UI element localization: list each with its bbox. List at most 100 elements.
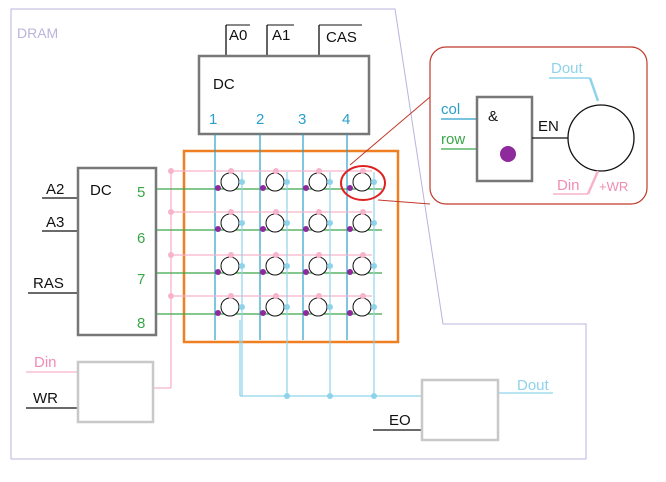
input-a3-label: A3 (46, 214, 64, 231)
cell-din-port (228, 293, 234, 299)
output-block-box (420, 378, 500, 442)
cell-dout-port (371, 263, 377, 269)
input-a2-label: A2 (46, 181, 64, 198)
cell-dout-port (327, 179, 333, 185)
memory-cell (308, 213, 328, 233)
cell-dout-port (327, 263, 333, 269)
wr-detail-label: +WR (599, 179, 628, 194)
dout-junction (327, 393, 333, 399)
write-block: Din WR (26, 354, 155, 424)
cell-marker (260, 226, 266, 232)
memory-cell (308, 256, 328, 276)
memory-cell (352, 256, 372, 276)
din-bus (153, 170, 172, 389)
cell-din-port (360, 209, 366, 215)
cell-dout-port (327, 304, 333, 310)
cell-din-port (228, 168, 234, 174)
column-decoder-title: DC (213, 76, 235, 93)
cell-dout-port (327, 220, 333, 226)
dout-output-label: Dout (517, 377, 550, 394)
zoom-line-bottom (377, 199, 431, 205)
write-block-box (76, 360, 155, 424)
memory-cell (220, 213, 240, 233)
cell-dout-port (371, 179, 377, 185)
dout-junction (284, 393, 290, 399)
row-output-5: 5 (137, 184, 145, 201)
memory-cell (265, 172, 285, 192)
row-decoder-box (76, 166, 158, 337)
memory-cell (220, 297, 240, 317)
cell-marker (303, 310, 309, 316)
cell-marker (500, 146, 516, 162)
storage-capacitor (567, 104, 635, 172)
cell-marker (260, 269, 266, 275)
cell-marker (215, 269, 221, 275)
column-decoder: A0 A1 CAS DC 1 2 3 4 (197, 24, 371, 136)
cell-din-port (316, 168, 322, 174)
cell-din-port (316, 252, 322, 258)
cell-din-port (273, 209, 279, 215)
en-label: EN (538, 118, 559, 135)
row-output-7: 7 (137, 271, 145, 288)
memory-cell (265, 213, 285, 233)
row-output-8: 8 (137, 315, 145, 332)
memory-cell (265, 256, 285, 276)
cell-marker (303, 185, 309, 191)
cell-dout-port (239, 220, 245, 226)
cell-marker (215, 310, 221, 316)
cell-dout-port (239, 263, 245, 269)
cell-din-port (273, 293, 279, 299)
cell-detail: col row & EN Dout Din +WR (429, 46, 648, 205)
cell-dout-port (284, 304, 290, 310)
column-output-4: 4 (342, 111, 350, 128)
cell-din-port (273, 252, 279, 258)
cell-din-port (273, 168, 279, 174)
col-input-label: col (441, 101, 460, 118)
input-a0-label: A0 (229, 27, 247, 44)
dram-outline (10, 8, 587, 460)
cell-din-port (360, 293, 366, 299)
memory-cell (265, 297, 285, 317)
cell-marker (347, 185, 353, 191)
cell-din-port (316, 209, 322, 215)
cell-marker (347, 310, 353, 316)
cell-marker (260, 310, 266, 316)
memory-cell (308, 297, 328, 317)
din-input-label: Din (34, 354, 57, 371)
memory-cell (308, 172, 328, 192)
din-junction (168, 168, 174, 174)
dram-label: DRAM (17, 25, 58, 41)
zoom-line-top (349, 96, 431, 166)
input-ras-label: RAS (33, 275, 64, 292)
cell-dout-port (371, 220, 377, 226)
column-output-3: 3 (298, 111, 306, 128)
din-junction (168, 209, 174, 215)
memory-array-border (182, 149, 400, 344)
column-output-2: 2 (256, 111, 264, 128)
wr-input-label: WR (33, 390, 58, 407)
cell-dout-port (239, 304, 245, 310)
output-block: EO Dout (373, 377, 550, 442)
din-detail-label: Din (557, 177, 580, 194)
row-decoder-title: DC (90, 182, 112, 199)
memory-cell (220, 172, 240, 192)
memory-cell (352, 297, 372, 317)
cell-din-port (228, 209, 234, 215)
dout-detail-label: Dout (551, 60, 584, 77)
array-cells (215, 168, 377, 317)
cell-din-port (228, 252, 234, 258)
cell-din-port (360, 168, 366, 174)
cell-dout-port (284, 220, 290, 226)
cell-marker (303, 226, 309, 232)
cell-dout-port (284, 179, 290, 185)
row-input-label: row (441, 131, 465, 148)
memory-cell (352, 213, 372, 233)
array-lines (156, 134, 382, 399)
selected-cell-highlight (340, 165, 386, 201)
eo-input-label: EO (389, 412, 411, 429)
cell-din-port (316, 293, 322, 299)
row-output-6: 6 (137, 230, 145, 247)
cell-marker (303, 269, 309, 275)
and-gate-box (475, 95, 534, 183)
